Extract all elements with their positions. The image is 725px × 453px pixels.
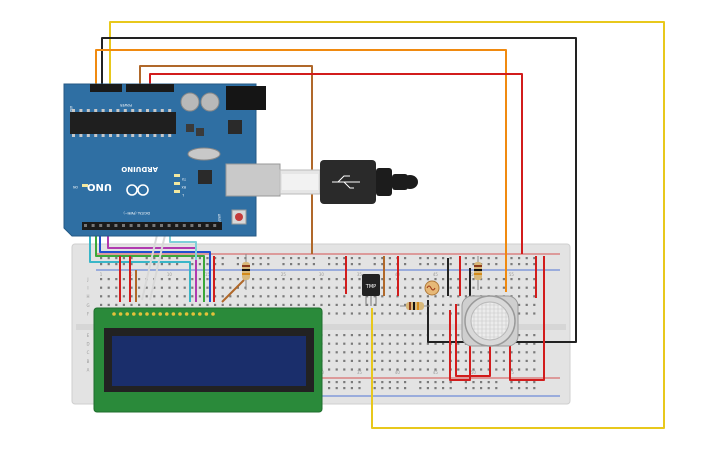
usb-cable <box>279 160 418 204</box>
analog-header <box>90 84 122 92</box>
breadboard-row-letter: J <box>86 277 88 282</box>
breadboard-column-number: 25 <box>281 272 287 277</box>
breadboard-row-letter: B <box>87 359 90 364</box>
temperature-sensor: TMP <box>362 274 380 306</box>
usb-symbol-icon <box>332 175 360 189</box>
tmp-sensor-label: TMP <box>365 284 376 290</box>
breadboard-column-number: 45 <box>433 272 439 277</box>
breadboard-column-number: 10 <box>167 272 173 277</box>
wire-red-gas-loop-2 <box>455 304 491 377</box>
wire-yellow <box>109 21 665 429</box>
breadboard-column-number: 40 <box>395 370 401 375</box>
breadboard-row-letter: C <box>87 350 90 355</box>
breadboard-column-number: 35 <box>357 370 363 375</box>
breadboard-column-number: 55 <box>509 272 515 277</box>
lcd-screen <box>112 336 306 386</box>
power-header-label: POWER <box>119 103 132 107</box>
breadboard-row-letter: H <box>86 294 89 299</box>
breadboard-row-letter: G <box>86 303 89 308</box>
wire-brown-pot <box>221 279 245 303</box>
power-header <box>126 84 174 92</box>
wire-red-gas-loop-3 <box>509 256 545 381</box>
arduino-uno-board: ANALOG IN POWER ARDUINO UNO TX RX L ON <box>63 83 281 237</box>
usb-connector-icon <box>225 163 281 197</box>
arduino-brand-text: ARDUINO <box>121 165 158 173</box>
breadboard-row-letter: I <box>87 286 88 291</box>
aref-label: AREF <box>217 214 221 222</box>
breadboard-row-letter: A <box>87 367 90 372</box>
wire-black <box>101 37 577 343</box>
led-tx-label: TX <box>181 177 187 181</box>
led-on-label: ON <box>72 185 78 189</box>
arduino-model-text: UNO <box>87 181 112 192</box>
resistor <box>474 256 482 290</box>
arduino-infinity-logo-icon <box>126 184 149 196</box>
breadboard-column-number: 45 <box>433 370 439 375</box>
resistor <box>400 302 430 310</box>
breadboard-column-number: 50 <box>471 370 477 375</box>
led-l-label: L <box>182 193 184 197</box>
digital-header-label: DIGITAL (PWM~) <box>124 211 150 215</box>
capacitor <box>180 92 200 112</box>
breadboard-column-number: 5 <box>130 272 133 277</box>
breadboard-column-number: 35 <box>357 272 363 277</box>
resistor <box>242 254 250 290</box>
wire-cyan <box>89 220 191 302</box>
wire-green <box>95 220 205 302</box>
crystal-oscillator <box>187 147 221 161</box>
digital-header <box>82 222 222 230</box>
lcd-16x2 <box>93 307 323 413</box>
wire-orange <box>95 49 507 292</box>
breadboard-column-number: 50 <box>471 272 477 277</box>
wire-brown <box>139 65 313 254</box>
power-jack-icon <box>226 86 266 110</box>
breadboard-column-number: 1 <box>100 272 103 277</box>
breadboard-row-letter: D <box>86 342 89 347</box>
led-rx-label: RX <box>181 185 186 189</box>
breadboard-column-number: 55 <box>509 370 515 375</box>
photoresistor <box>424 280 440 296</box>
microcontroller-chip <box>70 112 176 134</box>
wire-red-gas-loop-1 <box>449 310 471 381</box>
breadboard-column-number: 15 <box>205 272 211 277</box>
gas-sensor <box>461 295 519 347</box>
capacitor <box>200 92 220 112</box>
breadboard-row-letter: E <box>87 333 90 338</box>
breadboard-column-number: 30 <box>319 272 325 277</box>
breadboard-row-letter: F <box>87 311 90 316</box>
wire-red-5v <box>149 73 523 254</box>
